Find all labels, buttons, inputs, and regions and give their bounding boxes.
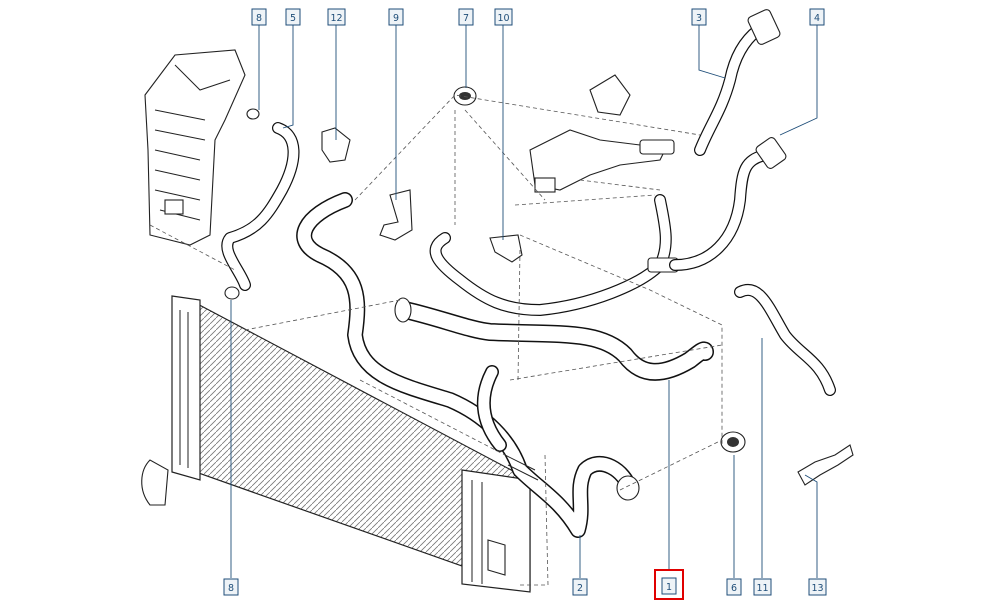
callout-1-selected[interactable]: 1: [654, 569, 684, 600]
svg-text:4: 4: [814, 13, 820, 24]
callout-5[interactable]: 5: [285, 8, 301, 26]
svg-text:8: 8: [256, 13, 262, 24]
clip-13: [797, 444, 854, 486]
callout-8-bottom[interactable]: 8: [223, 578, 239, 596]
svg-text:1: 1: [666, 582, 672, 593]
bracket-10: [489, 234, 523, 263]
plug-8: [224, 108, 260, 300]
svg-text:5: 5: [290, 13, 296, 24]
svg-text:7: 7: [463, 13, 469, 24]
assembly-lines: [149, 94, 723, 586]
hose-10: [429, 194, 679, 316]
hose-1: [394, 297, 714, 381]
svg-text:10: 10: [497, 13, 509, 24]
svg-text:3: 3: [696, 13, 702, 24]
callout-9[interactable]: 9: [388, 8, 404, 26]
hose-3: [694, 9, 781, 156]
callout-10[interactable]: 10: [494, 8, 513, 26]
bracket-9: [379, 189, 413, 241]
svg-text:11: 11: [756, 583, 768, 594]
callout-8-top[interactable]: 8: [251, 8, 267, 26]
callout-6[interactable]: 6: [726, 578, 742, 596]
radiator: [141, 295, 531, 593]
clamp-7: [453, 86, 477, 106]
callout-11[interactable]: 11: [753, 578, 772, 596]
hose-11: [734, 284, 836, 396]
thermostat-housing: [529, 74, 675, 193]
svg-text:2: 2: [577, 583, 583, 594]
hose-4: [669, 137, 787, 271]
svg-text:12: 12: [330, 13, 342, 24]
svg-text:13: 13: [811, 583, 823, 594]
leader-lines: [230, 25, 818, 578]
clip-12: [321, 127, 351, 163]
callout-13[interactable]: 13: [808, 578, 827, 596]
svg-text:9: 9: [393, 13, 399, 24]
callout-12[interactable]: 12: [327, 8, 346, 26]
hose-5: [221, 122, 300, 291]
callout-2[interactable]: 2: [572, 578, 588, 596]
svg-text:8: 8: [228, 583, 234, 594]
hose-2: [296, 192, 640, 538]
engine-component: [144, 49, 246, 246]
callout-7[interactable]: 7: [458, 8, 474, 26]
callout-4[interactable]: 4: [809, 8, 825, 26]
clamp-6: [720, 431, 746, 453]
callouts: 8 5 12 9 7 10 3 4: [223, 8, 827, 600]
callout-3[interactable]: 3: [691, 8, 707, 26]
svg-text:6: 6: [731, 583, 737, 594]
